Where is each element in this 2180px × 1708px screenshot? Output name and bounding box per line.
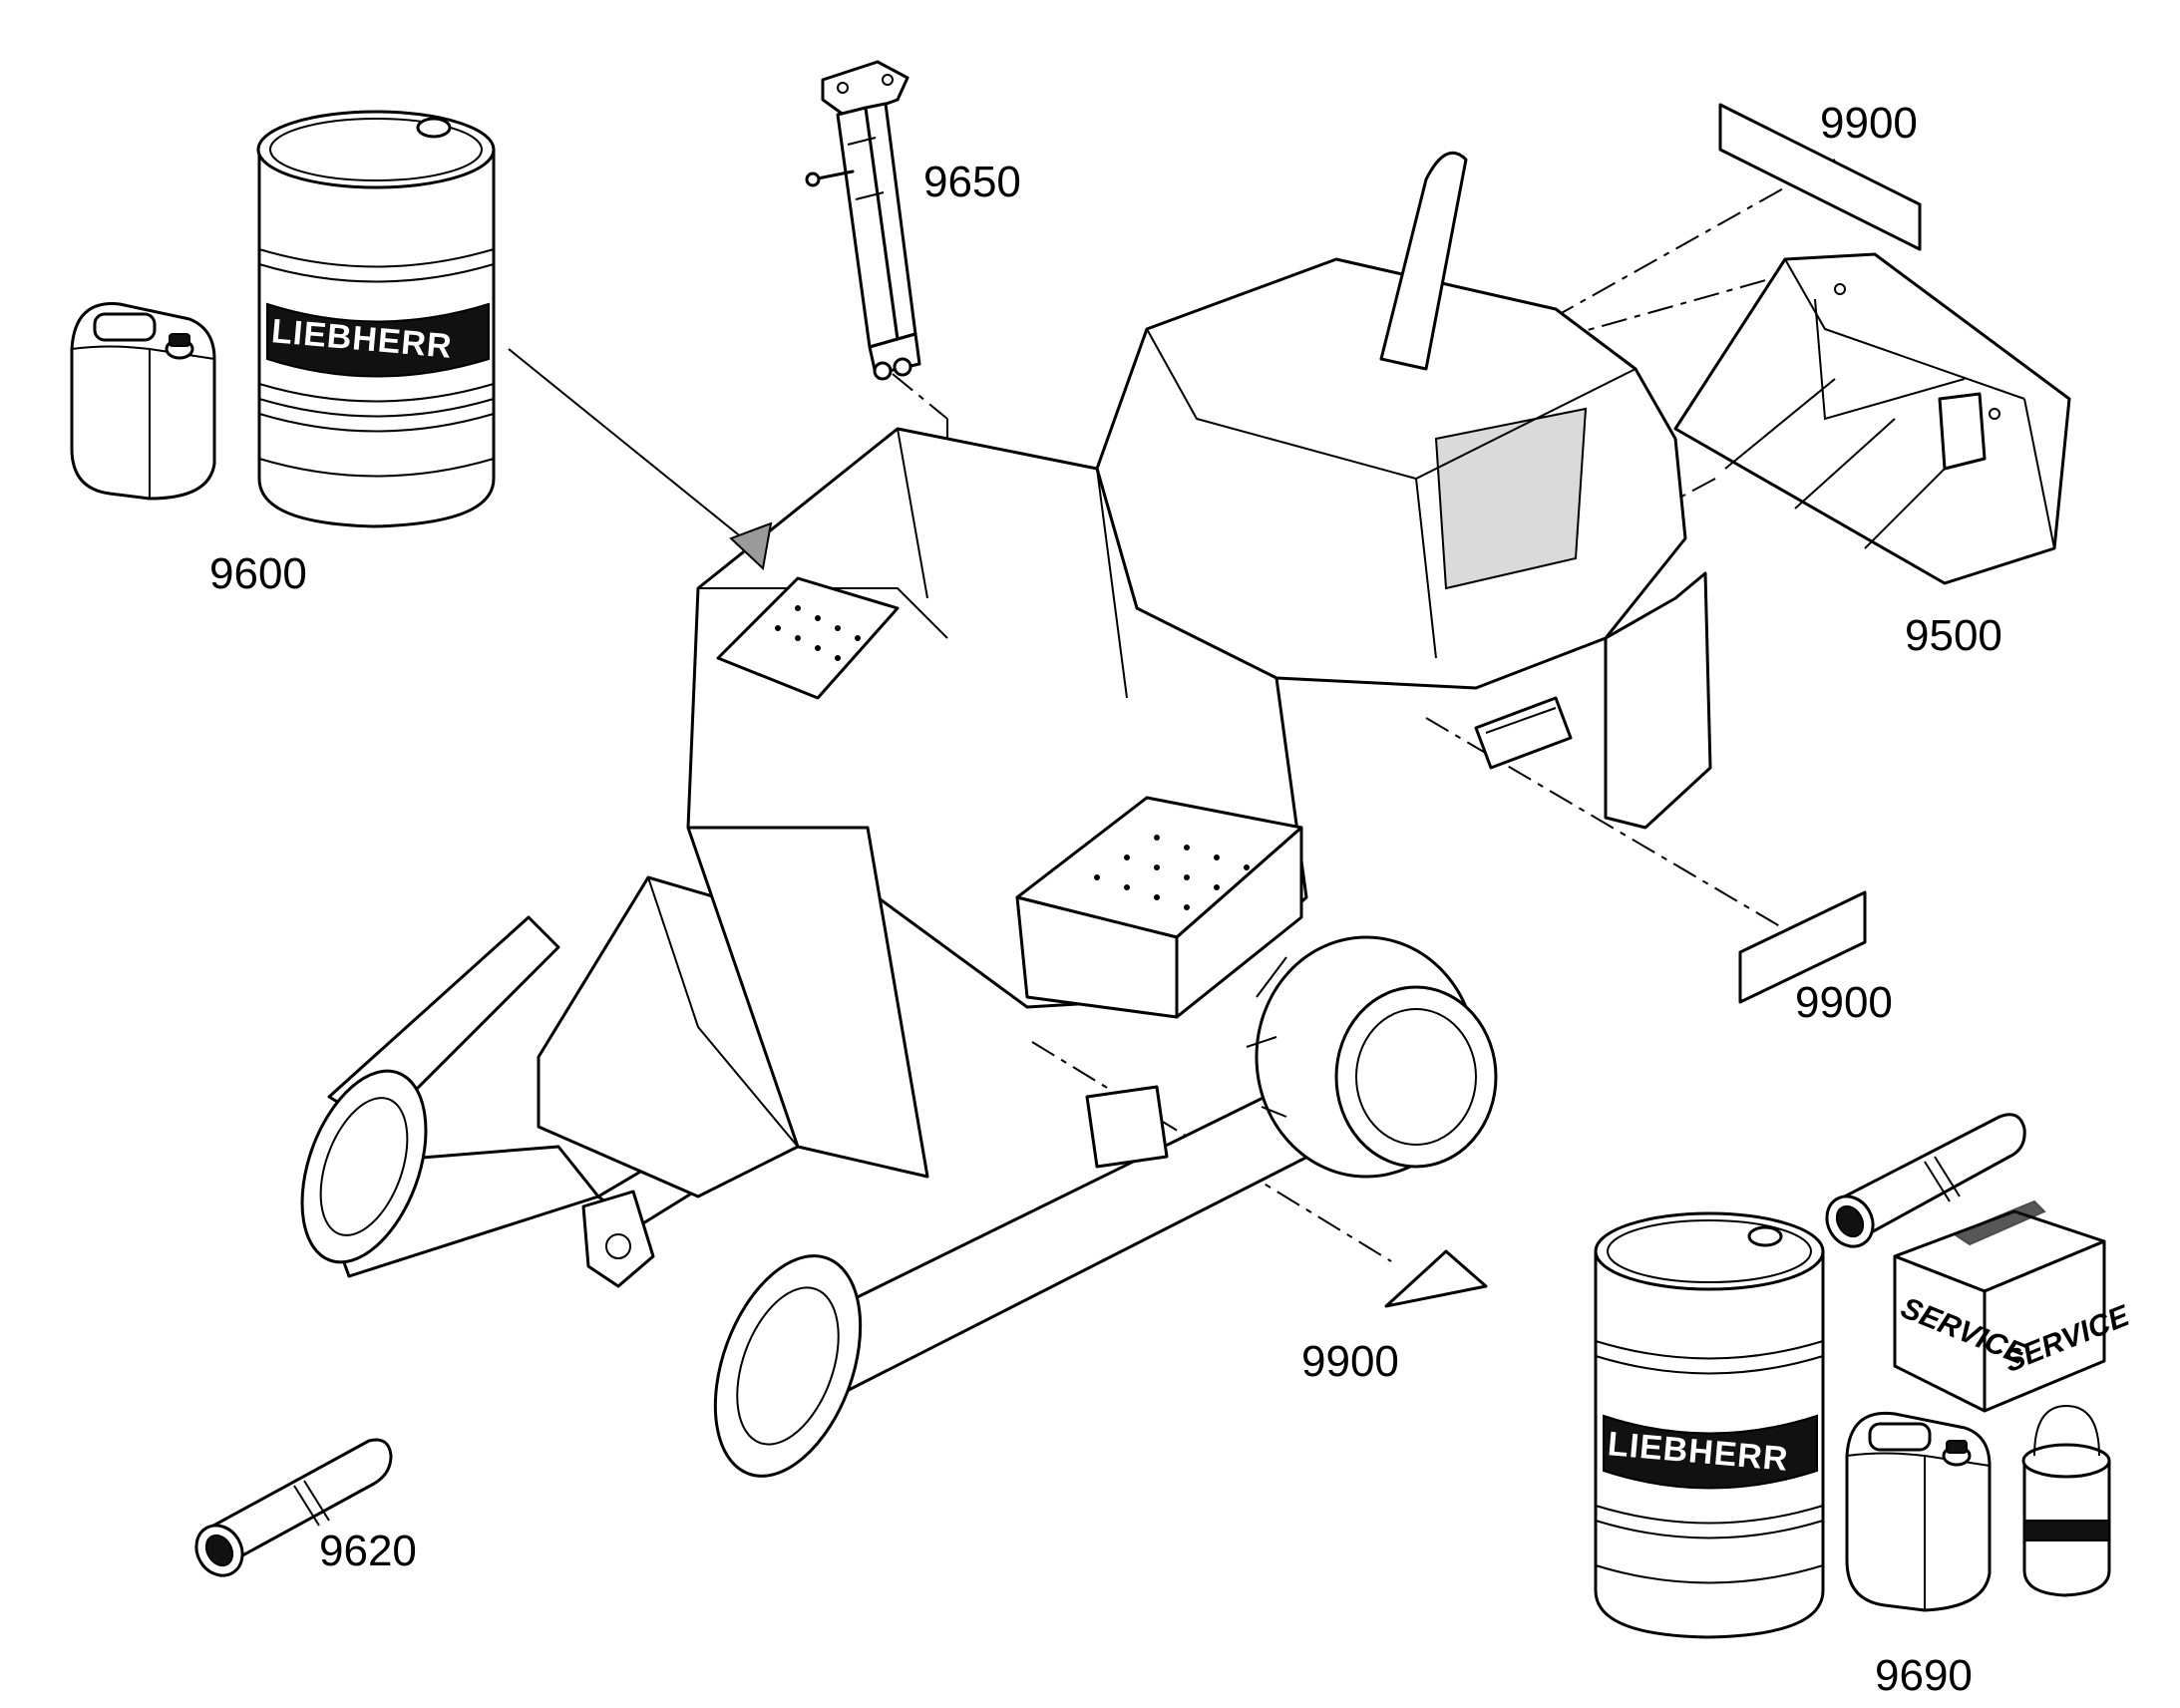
canister-icon xyxy=(1845,1411,1992,1612)
decal-sheet-icon xyxy=(1718,103,1922,251)
canister-icon xyxy=(70,302,216,501)
callout-9650: 9650 xyxy=(923,158,1021,206)
callout-9900-top: 9900 xyxy=(1820,99,1918,148)
triangle-arrow-icon xyxy=(729,521,773,570)
triangle-arrow-icon xyxy=(1384,1249,1488,1308)
paint-can-icon xyxy=(2021,1404,2111,1597)
callout-9600: 9600 xyxy=(209,549,307,598)
crawler-machine xyxy=(300,151,1712,1478)
decal-sheet-icon xyxy=(1738,890,1867,1004)
guard-plate-icon xyxy=(1673,252,2071,585)
callout-9900-bottom: 9900 xyxy=(1301,1337,1399,1386)
oil-drum-icon: LIEBHERR xyxy=(1594,1211,1825,1639)
oil-drum-icon: LIEBHERR xyxy=(256,110,496,528)
callout-9900-right: 9900 xyxy=(1795,978,1893,1027)
callout-9500: 9500 xyxy=(1905,611,2002,660)
rolled-tube-icon xyxy=(194,1438,393,1577)
hydraulic-cylinder-icon xyxy=(805,60,921,381)
rolled-tube-icon xyxy=(1825,1113,2026,1248)
callout-9690: 9690 xyxy=(1875,1651,1973,1700)
checker-plate-dots xyxy=(775,605,1250,910)
service-box-icon: SERVICE SERVICE xyxy=(1893,1199,2135,1413)
callout-9620: 9620 xyxy=(319,1527,417,1575)
